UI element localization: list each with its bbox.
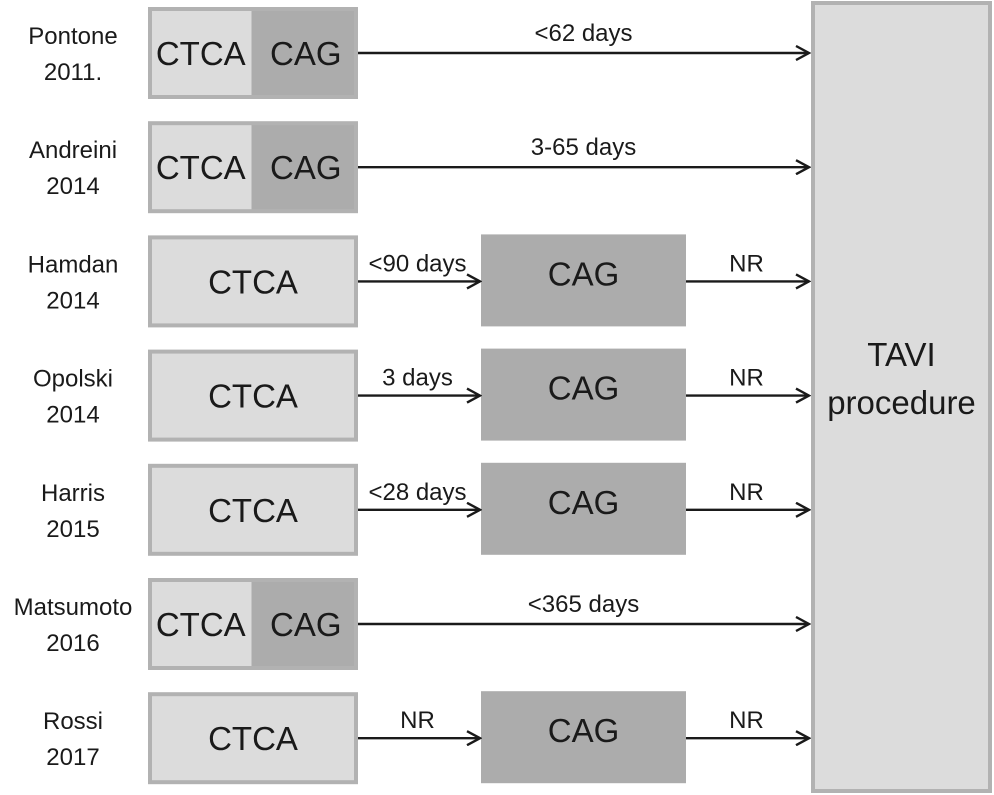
ctca-box	[148, 349, 358, 442]
study-year: 2015	[46, 516, 99, 543]
cag-box	[481, 462, 686, 555]
cag-label: CAG	[548, 484, 620, 521]
tavi-label-line2: procedure	[827, 384, 976, 421]
study-year: 2017	[46, 744, 99, 771]
ctca-box	[150, 9, 252, 97]
after-cag-label: NR	[729, 250, 764, 277]
ctca-box	[148, 235, 358, 328]
ctca-label: CTCA	[156, 606, 246, 643]
ctca-label: CTCA	[156, 149, 246, 186]
interval-label: <90 days	[368, 250, 466, 277]
study-name: Opolski	[33, 366, 113, 393]
cag-label: CAG	[548, 712, 620, 749]
study-year: 2011.	[44, 59, 102, 86]
tavi-procedure-box	[811, 1, 992, 793]
ctca-box	[148, 692, 358, 785]
cag-label: CAG	[270, 606, 342, 643]
tavi-label-line1: TAVI	[867, 336, 935, 373]
cag-box	[481, 234, 686, 327]
ctca-label: CTCA	[156, 35, 246, 72]
study-row: Hamdan 2014 CTCA CAG <90 days NR	[28, 234, 809, 328]
study-name: Harris	[41, 480, 105, 507]
tavi-procedure-block: TAVI procedure	[811, 1, 992, 793]
cag-box	[251, 580, 356, 668]
interval-label: <62 days	[534, 20, 632, 47]
ctca-box	[150, 580, 252, 668]
study-name: Matsumoto	[14, 594, 133, 621]
study-year: 2014	[46, 173, 99, 200]
interval-label: 3 days	[382, 365, 453, 392]
after-cag-label: NR	[729, 365, 764, 392]
study-name: Andreini	[29, 137, 117, 164]
study-row: Harris 2015 CTCA CAG <28 days NR	[41, 462, 809, 556]
cag-label: CAG	[548, 370, 620, 407]
ctca-box	[148, 463, 358, 556]
cag-box	[251, 9, 356, 97]
study-year: 2014	[46, 287, 99, 314]
ctca-label: CTCA	[208, 263, 298, 300]
cag-label: CAG	[270, 35, 342, 72]
study-name: Hamdan	[28, 251, 119, 278]
cag-box	[251, 123, 356, 212]
after-cag-label: NR	[729, 479, 764, 506]
cag-label: CAG	[270, 149, 342, 186]
study-row: Matsumoto 2016 CTCA CAG <365 days	[14, 578, 809, 670]
study-row: Opolski 2014 CTCA CAG 3 days NR	[33, 348, 809, 442]
cag-box	[481, 691, 686, 784]
ctca-box	[150, 123, 252, 212]
study-row: Rossi 2017 CTCA CAG NR NR	[43, 691, 809, 785]
ctca-label: CTCA	[208, 720, 298, 757]
combined-box-border	[148, 7, 358, 99]
study-name: Pontone	[28, 23, 117, 50]
study-row: Andreini 2014 CTCA CAG 3-65 days	[29, 121, 809, 214]
ctca-label: CTCA	[208, 378, 298, 415]
cag-box	[481, 348, 686, 441]
after-cag-label: NR	[729, 707, 764, 734]
study-row: Pontone 2011. CTCA CAG <62 days	[28, 7, 809, 99]
interval-label: <28 days	[368, 479, 466, 506]
interval-label: 3-65 days	[531, 134, 636, 161]
cag-label: CAG	[548, 255, 620, 292]
interval-label: NR	[400, 707, 435, 734]
interval-label: <365 days	[528, 591, 639, 618]
study-name: Rossi	[43, 708, 103, 735]
study-year: 2014	[46, 402, 99, 429]
combined-box-border	[148, 578, 358, 670]
combined-box-border	[148, 121, 358, 214]
study-year: 2016	[46, 630, 99, 657]
ctca-label: CTCA	[208, 492, 298, 529]
